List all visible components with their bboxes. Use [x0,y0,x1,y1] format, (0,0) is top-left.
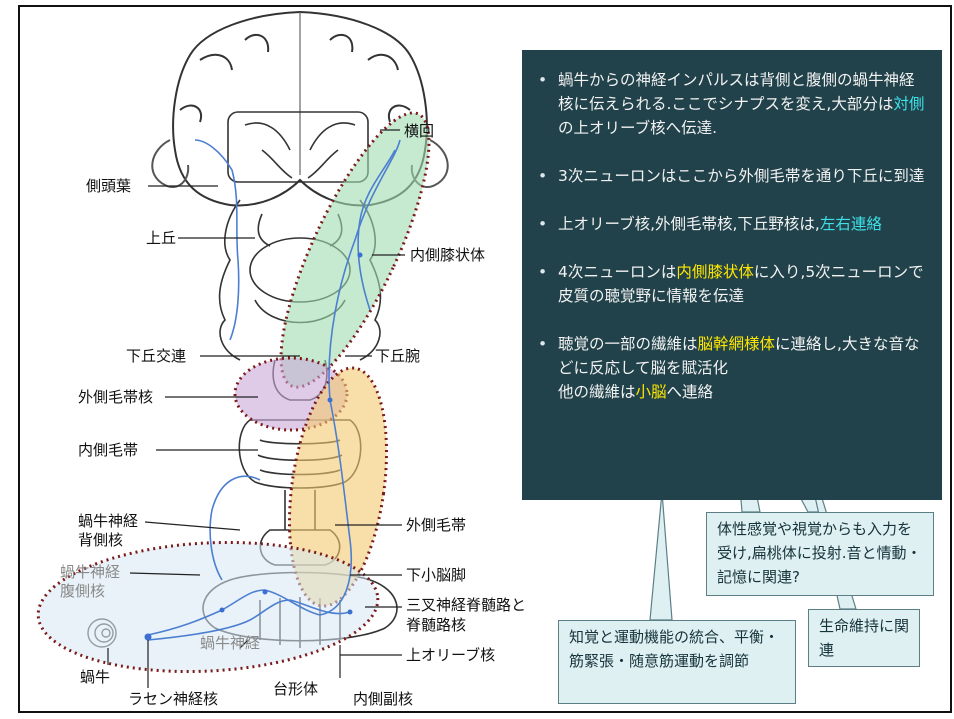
neuron-dots [144,252,363,641]
label-ventral-cochlear-1: 蝸牛神経 [60,563,121,581]
panel-bullet-2: 3次ニューロンはここから外側毛帯を通り下丘に到達 [536,164,928,188]
leader-lines [107,129,405,688]
panel-bullet-1: 蝸牛からの神経インパルスは背側と腹側の蝸牛神経核に伝えられる.ここでシナプスを変… [536,68,928,140]
label-inferior-colliculus-brachium: 下丘腕 [375,347,421,365]
label-trapezoid-body: 台形体 [273,680,319,698]
cerebral-cortex-section [151,10,449,207]
callout-life: 生命維持に関連 [808,609,920,667]
label-dorsal-cochlear-2: 背側核 [78,531,124,549]
blue-region [36,540,380,674]
auditory-pathways [147,139,401,641]
label-ventral-cochlear-2: 腹側核 [60,582,106,600]
label-trigeminal-2: 脊髄路核 [406,616,467,634]
label-medial-geniculate: 内側膝状体 [410,246,486,264]
label-hengui: 横回 [404,122,435,140]
panel-bullet-4: 4次ニューロンは内側膝状体に入り,5次ニューロンで皮質の聴覚野に情報を伝達 [536,260,928,308]
orange-region [287,366,389,608]
label-lateral-lemniscus-nucleus: 外側毛帯核 [78,388,154,406]
label-cochlea: 蝸牛 [80,668,111,686]
label-inferior-cerebellar-peduncle: 下小脳脚 [406,566,467,584]
label-superior-olive: 上オリーブ核 [406,646,496,664]
panel-bullet-5: 聴覚の一部の繊維は脳幹網様体に連絡し,大きな音などに反応して脳を賦活化他の繊維は… [536,332,928,404]
callout-reticular: 体性感覚や視覚からも入力を受け,扁桃体に投射.音と情動・記憶に関連? [706,512,934,596]
thalamus-section [227,111,369,183]
label-cochlear-nerve: 蝸牛神経 [200,634,261,652]
label-inferior-colliculus-commissure: 下丘交連 [126,347,187,365]
label-superior-colliculus: 上丘 [146,229,177,247]
panel-bullet-3: 上オリーブ核,外側毛帯核,下丘野核は,左右連絡 [536,212,928,236]
label-spiral-ganglion: ラセン神経核 [128,690,219,708]
label-medial-lemniscus: 内側毛帯 [78,441,139,459]
label-dorsal-cochlear-1: 蝸牛神経 [78,512,139,530]
explanation-panel: 蝸牛からの神経インパルスは背側と腹側の蝸牛神経核に伝えられる.ここでシナプスを変… [522,50,942,500]
label-lateral-lemniscus: 外側毛帯 [406,516,467,534]
label-medial-accessory-nucleus: 内側副核 [353,690,414,708]
label-trigeminal-1: 三叉神経脊髄路と [406,596,527,614]
label-temporal-lobe: 側頭葉 [86,177,132,195]
callout-cerebellum: 知覚と運動機能の統合、平衡・筋緊張・随意筋運動を調節 [558,620,796,704]
